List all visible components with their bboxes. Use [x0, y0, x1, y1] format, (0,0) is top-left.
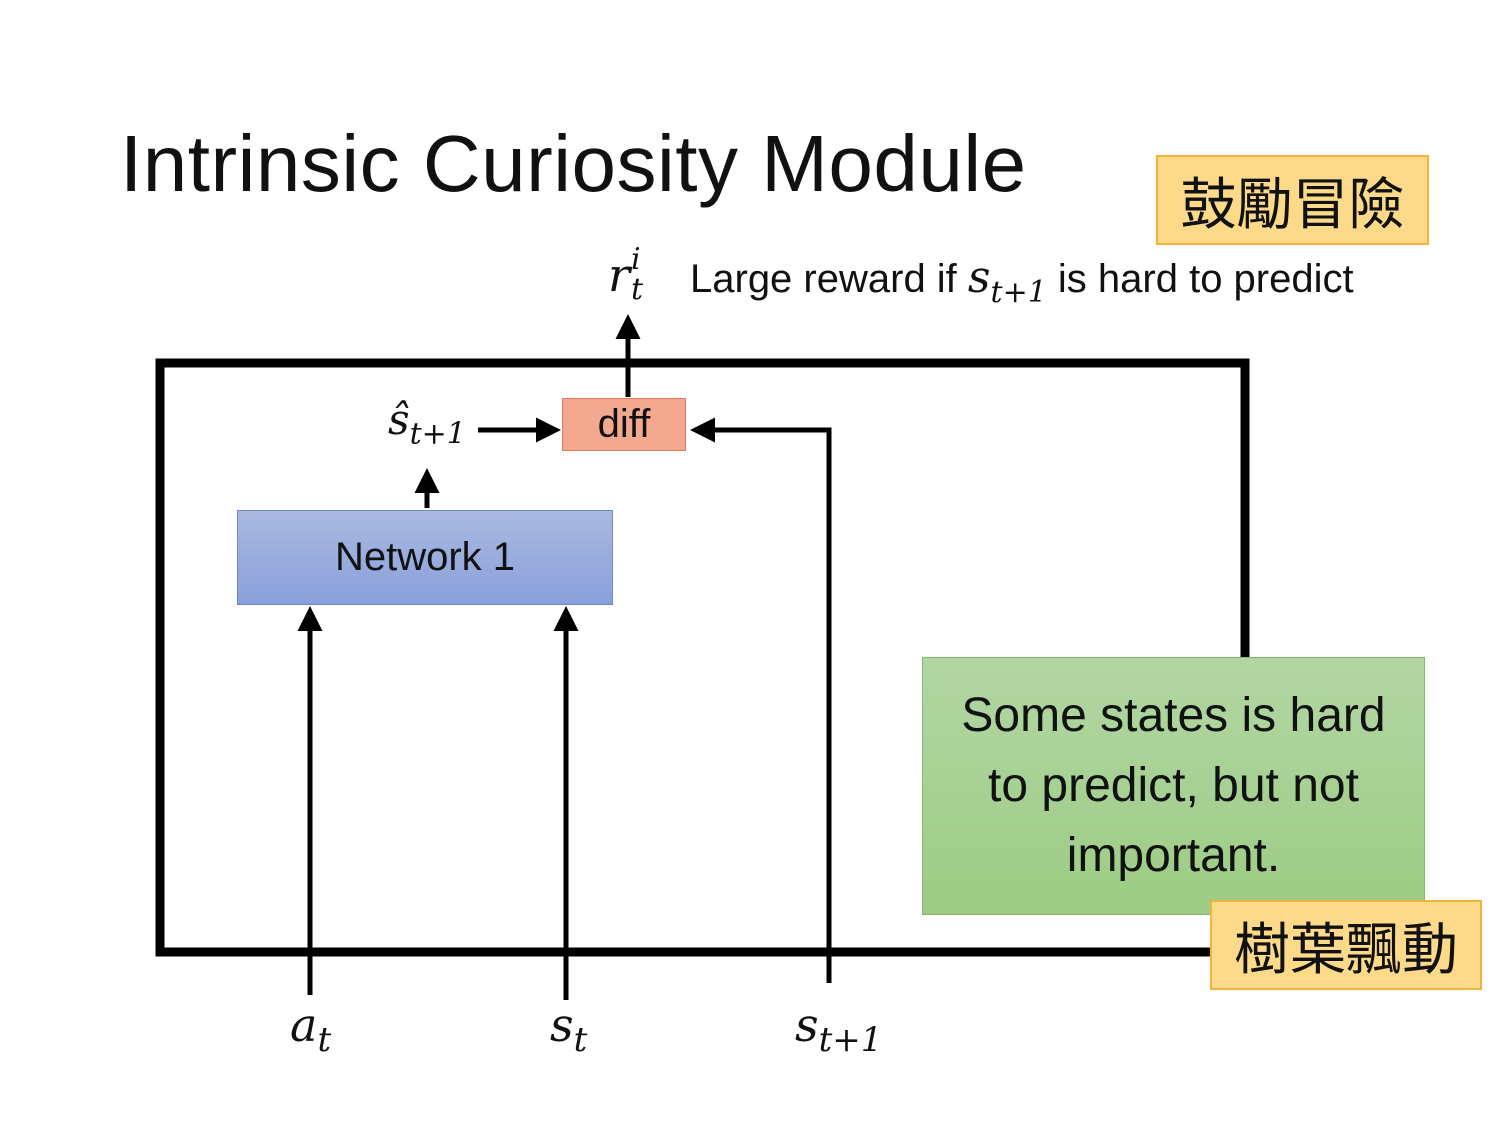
- network-1-box: Network 1: [237, 510, 613, 605]
- reward-caption: Large reward if st+1 is hard to predict: [690, 252, 1354, 310]
- diff-box: diff: [562, 398, 686, 451]
- slide-title: Intrinsic Curiosity Module: [120, 119, 1027, 208]
- tag-leaves-fluttering: 樹葉飄動: [1210, 900, 1482, 990]
- input-label-next-state: st+1: [795, 998, 883, 1061]
- module-frame: [155, 358, 1250, 957]
- input-label-action: at: [290, 998, 332, 1061]
- tag-encourage-exploration: 鼓勵冒險: [1156, 155, 1429, 245]
- note-box: Some states is hard to predict, but not …: [922, 657, 1425, 915]
- arrow-next-state-input: [689, 417, 832, 983]
- input-label-state: st: [550, 998, 588, 1061]
- predicted-state-label: ŝt+1: [388, 395, 466, 452]
